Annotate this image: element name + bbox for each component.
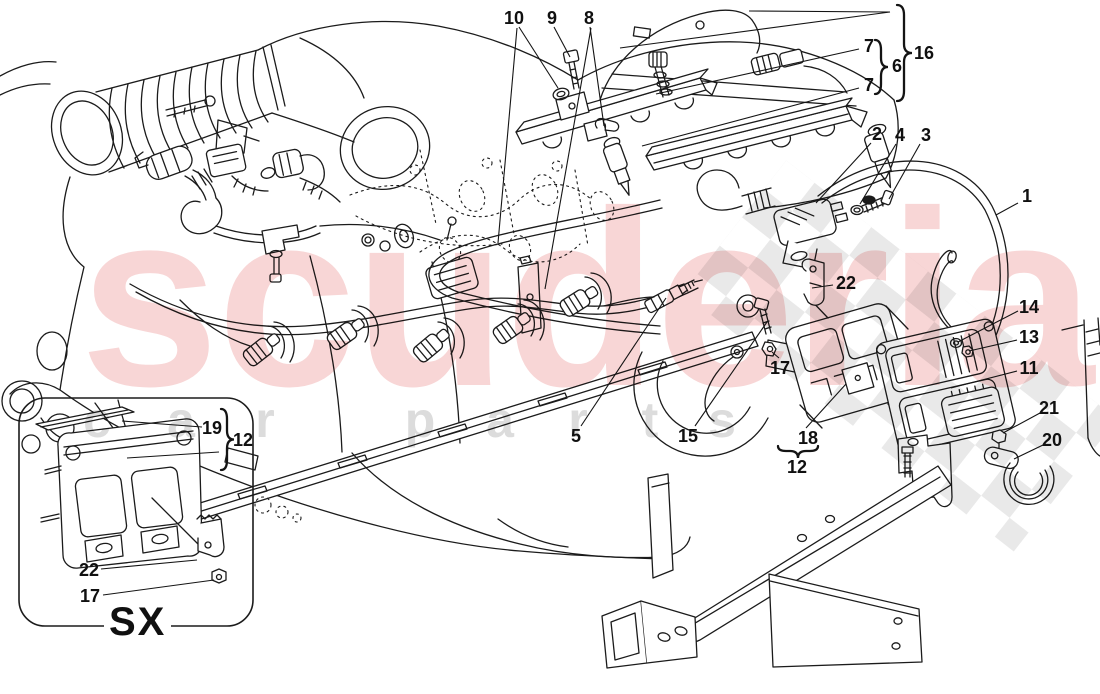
part-number-7b: 7	[863, 75, 875, 95]
part-number-21: 21	[1038, 398, 1060, 418]
part-number-5: 5	[570, 426, 582, 446]
inset-view-label: SX	[104, 602, 172, 642]
part-number-10: 10	[503, 8, 525, 28]
part-number-19: 19	[201, 418, 223, 438]
part-number-15: 15	[677, 426, 699, 446]
part-number-6: 6	[891, 56, 903, 76]
part-number-22l: 22	[78, 560, 100, 580]
intake-hose	[0, 44, 286, 176]
part-number-2: 2	[871, 124, 883, 144]
part-number-18: 18	[797, 428, 819, 448]
part-number-13: 13	[1018, 327, 1040, 347]
part-number-20: 20	[1041, 430, 1063, 450]
fuel-rails	[515, 9, 892, 205]
part-number-14: 14	[1018, 297, 1040, 317]
part-number-7a: 7	[863, 36, 875, 56]
part-number-3: 3	[920, 125, 932, 145]
part-number-12l: 12	[232, 430, 254, 450]
part-number-1: 1	[1021, 186, 1033, 206]
solenoid-valve	[696, 169, 894, 270]
part-number-4: 4	[894, 125, 906, 145]
part-number-17l: 17	[79, 586, 101, 606]
ignition-harness	[129, 143, 699, 347]
part-number-17r: 17	[769, 358, 791, 378]
spark-plug	[644, 279, 703, 314]
part-number-8: 8	[583, 8, 595, 28]
part-number-12r: 12	[786, 457, 808, 477]
part-number-9: 9	[546, 8, 558, 28]
part-number-16: 16	[913, 43, 935, 63]
part-number-11: 11	[1019, 358, 1039, 378]
part-number-22r: 22	[835, 273, 857, 293]
